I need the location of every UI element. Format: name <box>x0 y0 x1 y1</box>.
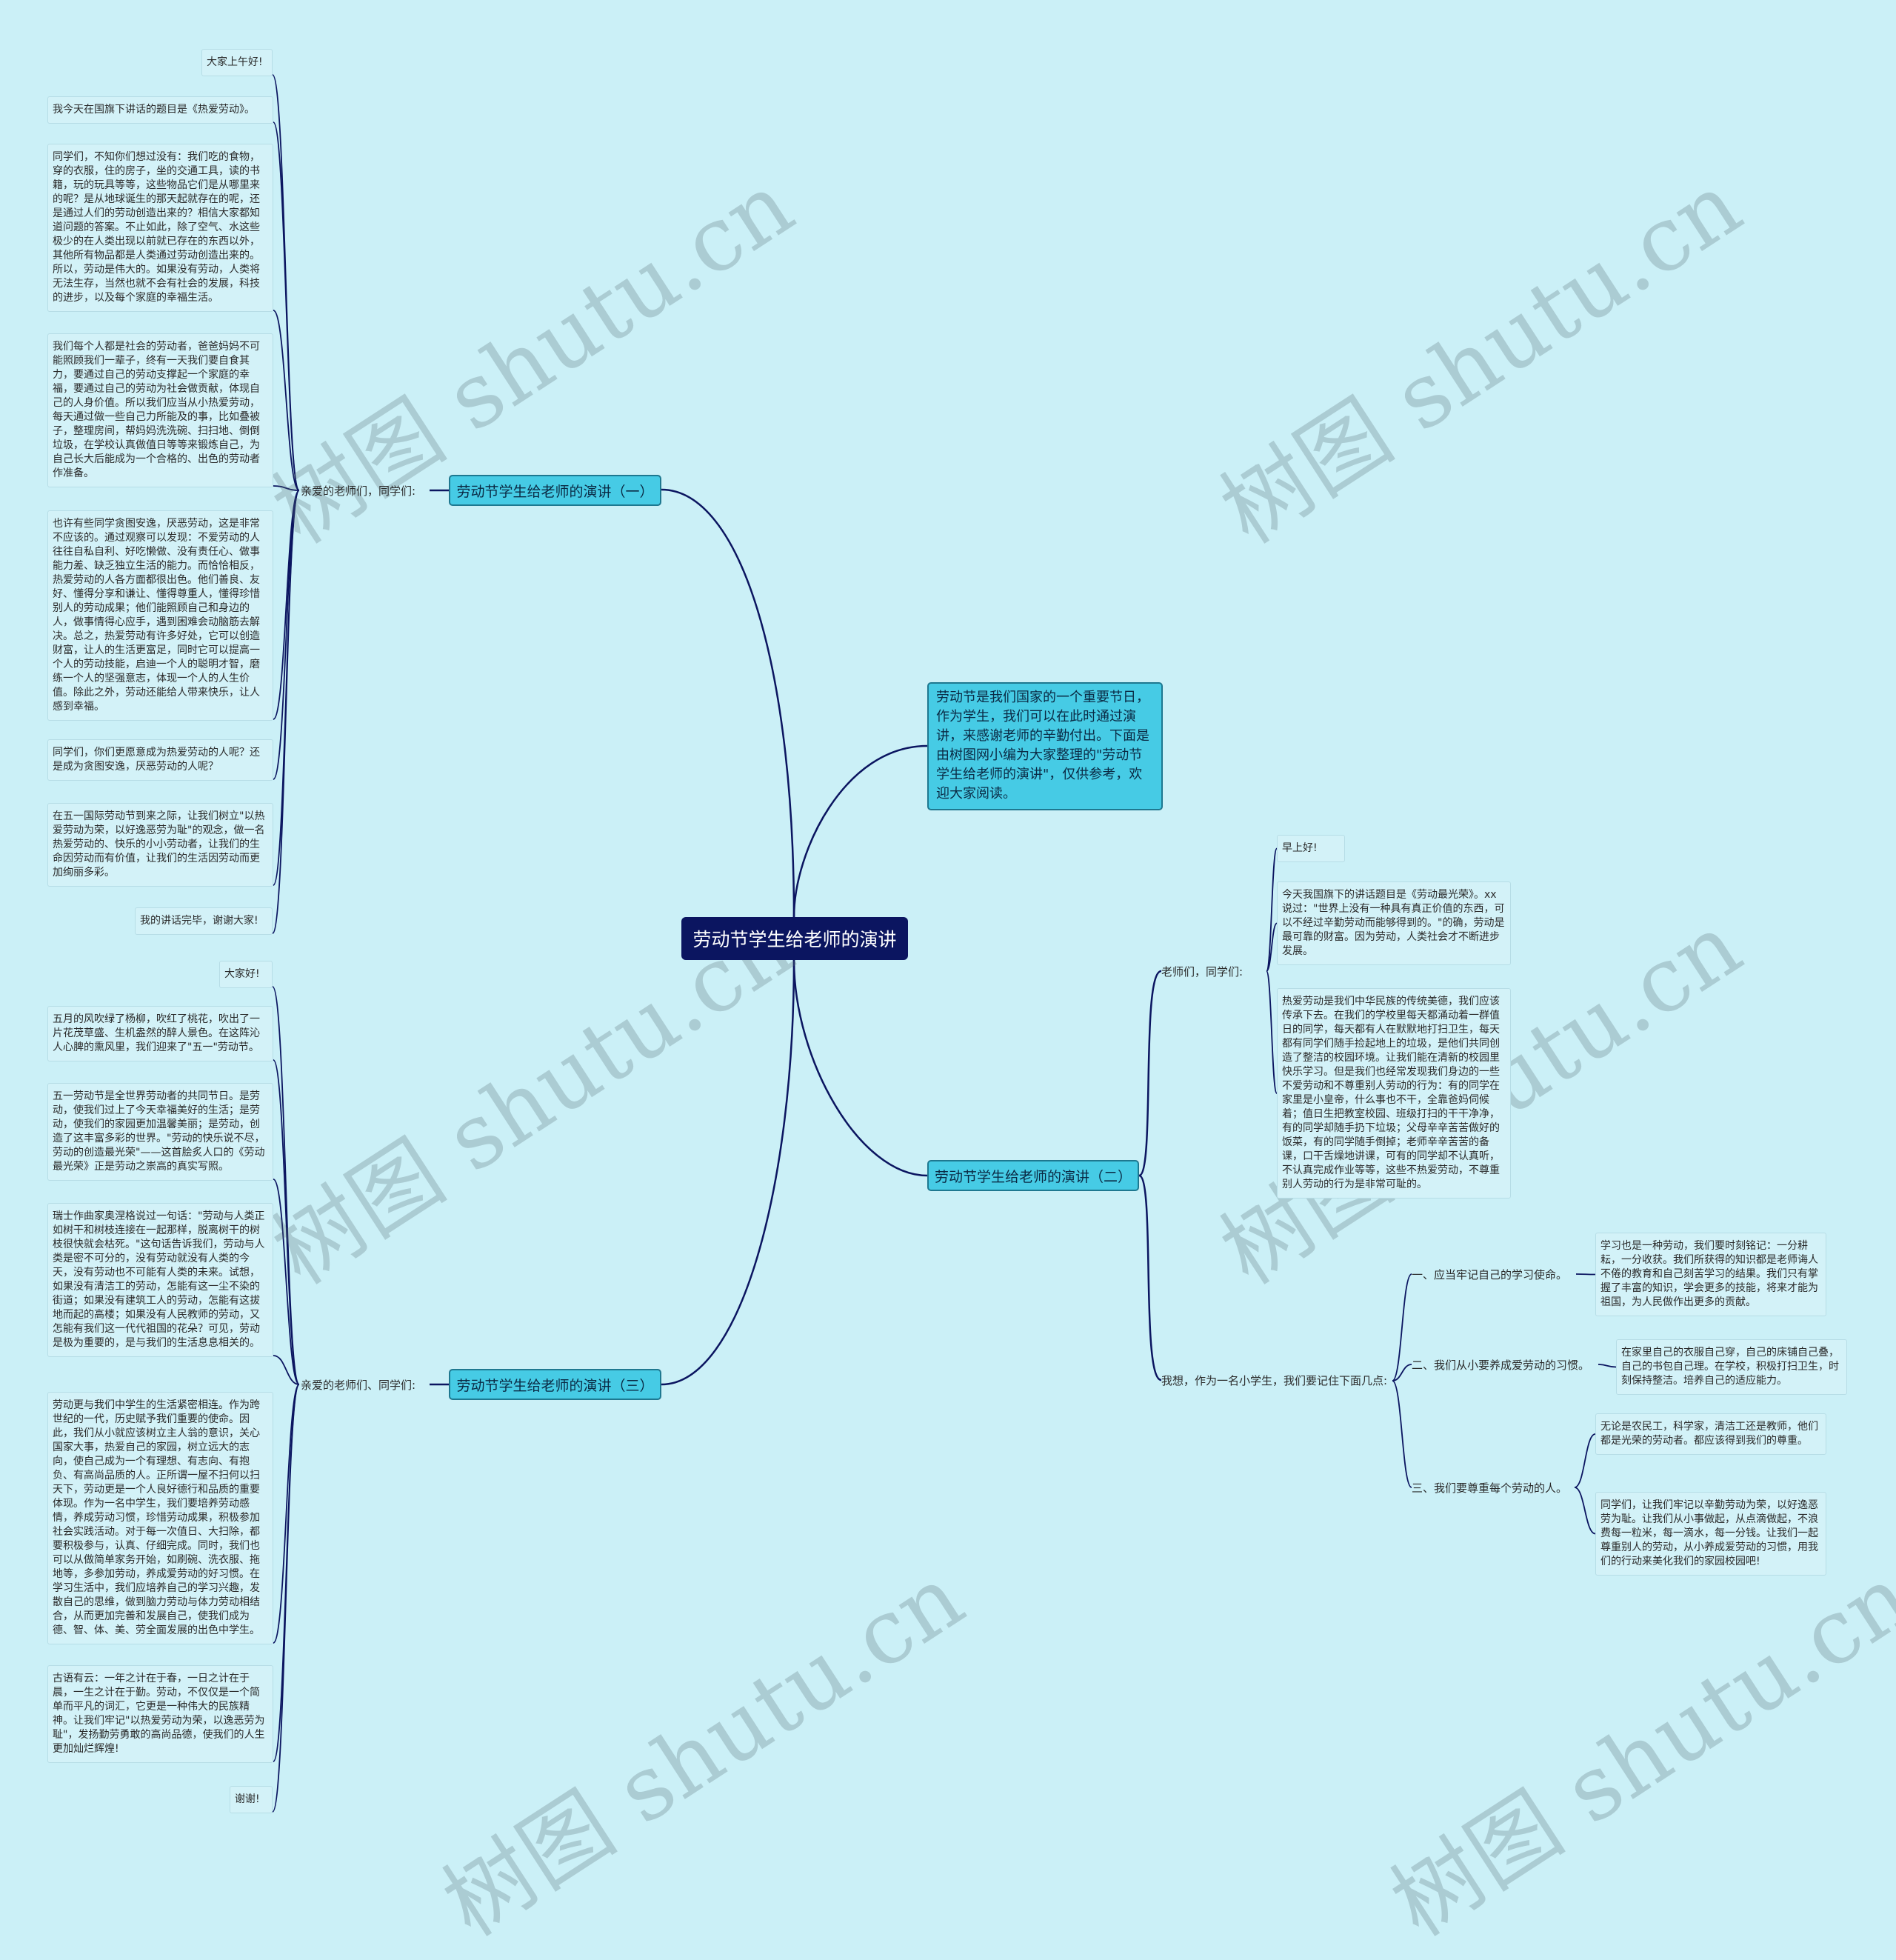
leaf-s3-0[interactable]: 大家好! <box>219 961 273 988</box>
connector-leaf-s1-1 <box>273 121 300 491</box>
connector-leaf-s1-7 <box>272 490 300 934</box>
connector-leaf-s3-6 <box>272 1384 300 1813</box>
connector-leaf-s2-2 <box>1266 970 1278 1094</box>
root-topic[interactable]: 劳动节学生给老师的演讲 <box>681 917 908 960</box>
leaf-s2-0[interactable]: 早上好! <box>1277 835 1345 862</box>
leaf-s3-2[interactable]: 五一劳动节是全世界劳动者的共同节日。是劳动，使我们过上了今天幸福美好的生活；是劳… <box>47 1083 273 1181</box>
branch-speech-3[interactable]: 劳动节学生给老师的演讲（三） <box>449 1369 661 1400</box>
leaf-s3-4[interactable]: 劳动更与我们中学生的生活紧密相连。作为跨世纪的一代，历史赋予我们重要的使命。因此… <box>47 1392 273 1644</box>
connector-leaf-point-2 <box>1598 1364 1617 1368</box>
leaf-s3-5[interactable]: 古语有云：一年之计在于春，一日之计在于晨，一生之计在于勤。劳动，不仅仅是一个简单… <box>47 1665 273 1763</box>
connector-leaf-point-1 <box>1575 1273 1596 1276</box>
connector-point-3 <box>1392 1380 1412 1488</box>
branch-speech-2[interactable]: 劳动节学生给老师的演讲（二） <box>927 1160 1139 1191</box>
connector-leaf-s1-5 <box>273 490 300 780</box>
connector-leaf-s3-4 <box>273 1384 300 1644</box>
leaf-s1-2[interactable]: 同学们，不知你们想过没有：我们吃的食物，穿的衣服，住的房子，坐的交通工具，读的书… <box>47 144 273 312</box>
connector-leaf-s1-2 <box>273 310 300 491</box>
leaf-s1-6[interactable]: 在五一国际劳动节到来之际，让我们树立"以热爱劳动为荣，以好逸恶劳为耻"的观念，做… <box>47 803 273 887</box>
connector-leaf-point-3b <box>1574 1487 1596 1535</box>
connector-leaf-s2-1 <box>1266 922 1278 972</box>
leaf-s2-2[interactable]: 热爱劳动是我们中华民族的传统美德，我们应该传承下去。在我们的学校里每天都涌动着一… <box>1277 988 1511 1199</box>
leaf-s2-1[interactable]: 今天我国旗下的讲话题目是《劳动最光荣》。xx说过："世界上没有一种具有真正价值的… <box>1277 881 1511 965</box>
connector-leaf-s2-0 <box>1266 847 1278 972</box>
leaf-s1-5[interactable]: 同学们，你们更愿意成为热爱劳动的人呢？还是成为贪图安逸，厌恶劳动的人呢？ <box>47 739 273 781</box>
leaf-s3-6[interactable]: 谢谢! <box>230 1786 273 1813</box>
point-1[interactable]: 一、应当牢记自己的学习使命。 <box>1412 1267 1568 1281</box>
leaf-s1-7[interactable]: 我的讲话完毕，谢谢大家! <box>135 907 273 935</box>
point-3[interactable]: 三、我们要尊重每个劳动的人。 <box>1412 1481 1568 1495</box>
leaf-point-3a[interactable]: 无论是农民工，科学家，清洁工还是教师，他们都是光荣的劳动者。都应该得到我们的尊重… <box>1595 1413 1826 1455</box>
leaf-s3-1[interactable]: 五月的风吹绿了杨柳，吹红了桃花，吹出了一片花茂草盛、生机盎然的醉人景色。在这阵沁… <box>47 1006 273 1061</box>
greeting-speech-3[interactable]: 亲爱的老师们、同学们: <box>301 1378 416 1392</box>
greeting-speech-2[interactable]: 老师们，同学们: <box>1161 964 1244 979</box>
connector-point-2 <box>1392 1364 1412 1381</box>
leaf-s1-3[interactable]: 我们每个人都是社会的劳动者，爸爸妈妈不可能照顾我们一辈子，终有一天我们要自食其力… <box>47 333 273 487</box>
connector-leaf-s1-3 <box>273 485 300 491</box>
leaf-point-1[interactable]: 学习也是一种劳动，我们要时刻铭记：一分耕耘，一分收获。我们所获得的知识都是老师诲… <box>1595 1233 1826 1316</box>
point-2[interactable]: 二、我们从小要养成爱劳动的习惯。 <box>1412 1358 1590 1372</box>
leaf-s1-4[interactable]: 也许有些同学贪图安逸，厌恶劳动，这是非常不应该的。通过观察可以发现：不爱劳动的人… <box>47 510 273 721</box>
leaf-s1-1[interactable]: 我今天在国旗下讲话的题目是《热爱劳动》。 <box>47 96 273 124</box>
connector-leaf-s3-1 <box>273 1059 300 1385</box>
connector-leaf-s3-2 <box>273 1179 300 1385</box>
branch-speech-1[interactable]: 劳动节学生给老师的演讲（一） <box>449 475 661 506</box>
think-speech-2[interactable]: 我想，作为一名小学生，我们要记住下面几点: <box>1161 1374 1388 1387</box>
leaf-point-3b[interactable]: 同学们，让我们牢记以辛勤劳动为荣，以好逸恶劳为耻。让我们从小事做起，从点滴做起，… <box>1595 1492 1826 1576</box>
leaf-s1-0[interactable]: 大家上午好! <box>201 49 273 76</box>
intro-node[interactable]: 劳动节是我们国家的一个重要节日，作为学生，我们可以在此时通过演讲，来感谢老师的辛… <box>927 682 1163 810</box>
connector-leaf-s3-3 <box>273 1355 300 1385</box>
connector-lines <box>272 74 1617 1813</box>
leaf-s3-3[interactable]: 瑞士作曲家奥涅格说过一句话："劳动与人类正如树干和树枝连接在一起那样，脱离树干的… <box>47 1203 273 1357</box>
leaf-point-2[interactable]: 在家里自己的衣服自己穿，自己的床铺自己叠，自己的书包自己理。在学校，积极打扫卫生… <box>1616 1339 1847 1395</box>
connector-point-1 <box>1392 1273 1412 1381</box>
connector-leaf-point-3a <box>1574 1433 1596 1488</box>
greeting-speech-1[interactable]: 亲爱的老师们，同学们: <box>301 484 416 498</box>
